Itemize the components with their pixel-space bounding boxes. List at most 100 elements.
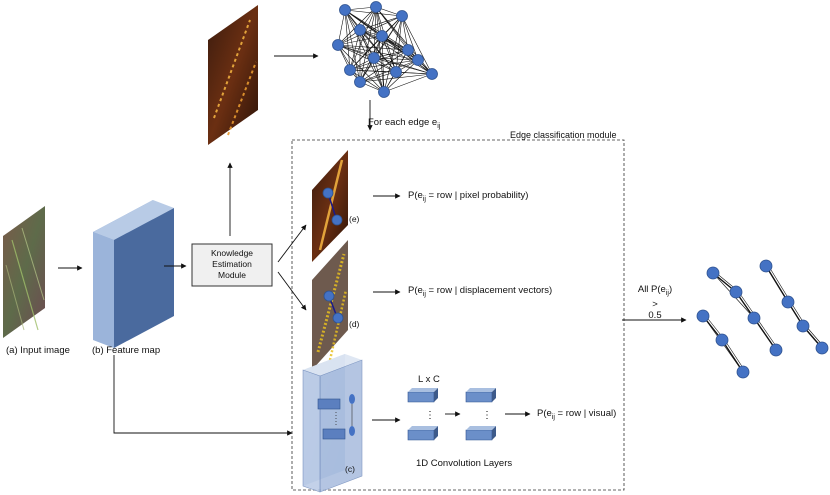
graph-node [402, 44, 414, 56]
graph-node [344, 64, 356, 76]
graph-edge [401, 15, 433, 75]
for-each-edge-text: For each edge e [368, 117, 438, 128]
graph-edge [344, 9, 385, 93]
prob-disp-b: = row | displacement vectors) [425, 285, 553, 296]
graph-edge [349, 59, 419, 71]
graph-node [412, 54, 424, 66]
graph-edge [337, 9, 346, 46]
kem-line-2: Estimation [212, 259, 252, 269]
arrows [58, 53, 687, 436]
feature-map-label: (b) Feature map [92, 345, 161, 356]
all-p-b: ) [668, 284, 673, 295]
tag-d: (d) [349, 319, 360, 329]
row-node [706, 266, 720, 280]
row-node [696, 309, 710, 323]
graph-edge [395, 15, 403, 73]
for-each-edge-label: For each edge eij [368, 117, 440, 130]
prob-pixel-a: P(e [408, 190, 423, 201]
graph-edge [359, 6, 377, 83]
prob-disp-a: P(e [408, 285, 423, 296]
input-image-label: (a) Input image [6, 345, 70, 356]
graph-edge [395, 71, 433, 75]
graph-edge [401, 15, 419, 61]
output-graph [696, 259, 829, 379]
svg-text:⋮: ⋮ [425, 410, 435, 421]
kem-line-3: Module [218, 270, 246, 280]
graph-edge [344, 9, 409, 51]
row-edge [723, 338, 746, 372]
graph-edge [373, 6, 377, 59]
row-node [796, 319, 810, 333]
graph-edge [359, 71, 397, 83]
graph-edge [383, 15, 403, 93]
all-p-sub: ij [665, 289, 669, 297]
pixel-prob-image [312, 150, 348, 262]
conv-layers-label: 1D Convolution Layers [416, 458, 513, 469]
graph-edge [383, 59, 419, 93]
kem-box [191, 243, 273, 287]
lxc-label: L x C [418, 374, 440, 385]
graph-node [354, 76, 366, 88]
row-node [769, 343, 783, 357]
graph-edge [359, 15, 403, 31]
prob-pixel-label: P(eij = row | pixel probability) [408, 190, 528, 203]
input-image [3, 206, 45, 338]
row-node [736, 365, 750, 379]
kem-label: Knowledge Estimation Module [211, 248, 253, 281]
graph-node [339, 4, 351, 16]
graph-edge [349, 29, 361, 71]
gt-sign: > [652, 298, 658, 310]
graph-edge [381, 35, 419, 61]
row-node [759, 259, 773, 273]
tag-e: (e) [349, 214, 360, 224]
graph-edge [359, 29, 397, 73]
graph-node [390, 66, 402, 78]
all-p-line: All P(eij) [638, 284, 672, 299]
graph-node [332, 39, 344, 51]
graph-edge [359, 49, 409, 83]
graph-edge [383, 73, 433, 93]
graph-edge [359, 73, 433, 83]
row-edge [767, 264, 791, 302]
graph-node [368, 52, 380, 64]
prob-vis-b: = row | visual) [554, 408, 617, 419]
graph-node [354, 24, 366, 36]
graph-edge [359, 29, 433, 75]
prob-visual-label: P(eij = row | visual) [537, 408, 616, 421]
svg-text:⋮: ⋮ [482, 410, 492, 421]
all-p-label: All P(eij) > 0.5 [638, 284, 672, 321]
edge-module-border [291, 139, 625, 491]
tag-c: (c) [345, 464, 355, 474]
graph-edge [344, 9, 351, 71]
all-p-a: All P(e [637, 284, 666, 295]
row-node [781, 295, 795, 309]
graph-edge [337, 44, 375, 59]
graph-node [426, 68, 438, 80]
visual-block [302, 354, 363, 493]
complete-graph [332, 1, 438, 98]
kem-line-1: Knowledge [210, 248, 254, 258]
row-edge [765, 265, 804, 327]
prob-vis-sub: ij [551, 413, 555, 421]
graph-edge [349, 35, 383, 71]
row-node [729, 285, 743, 299]
prob-pixel-b: = row | pixel probability) [425, 190, 529, 201]
graph-edge [359, 59, 419, 83]
threshold-value: 0.5 [648, 309, 662, 321]
graph-node [370, 1, 382, 13]
conv-blocks: ⋮ ⋮ [407, 388, 496, 441]
graph-edge [381, 35, 397, 73]
for-each-edge-sub: ij [437, 122, 441, 130]
row-edge [753, 317, 777, 351]
graph-edge [337, 44, 409, 51]
feature-map-block [93, 200, 174, 348]
displacement-image [312, 240, 348, 370]
top-heatmap [208, 5, 258, 145]
row-node [815, 341, 829, 355]
row-node [715, 333, 729, 347]
prob-disp-sub: ij [422, 290, 426, 298]
prob-disp-label: P(eij = row | displacement vectors) [408, 285, 552, 298]
graph-edge [373, 57, 419, 61]
